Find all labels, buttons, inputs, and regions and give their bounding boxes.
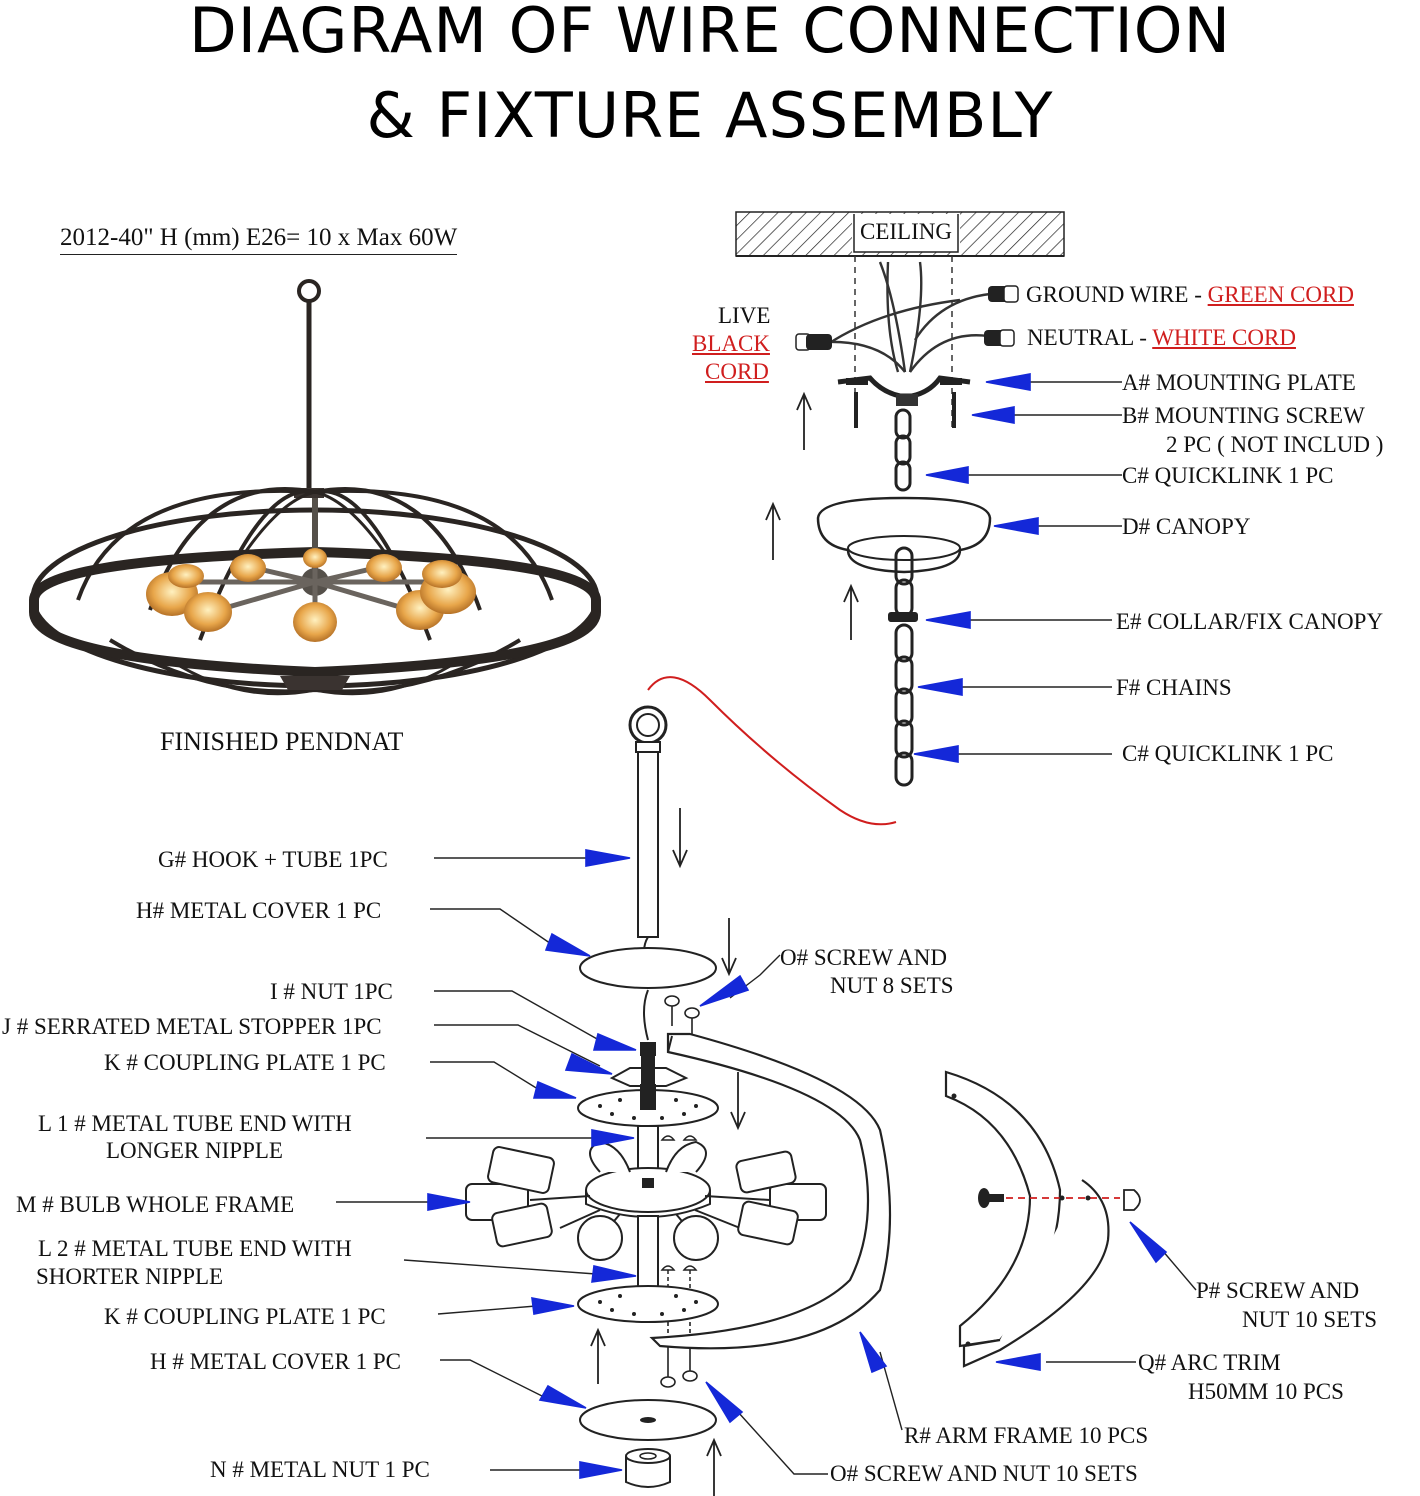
part-k-top-label: K # COUPLING PLATE 1 PC xyxy=(104,1050,386,1075)
live-wire-color-1: BLACK xyxy=(692,331,770,356)
exploded-assembly-illustration xyxy=(465,705,1141,1488)
part-m-label: M # BULB WHOLE FRAME xyxy=(16,1192,295,1217)
neutral-wire-prefix: NEUTRAL - xyxy=(1027,325,1153,350)
collar-icon xyxy=(888,612,918,622)
part-f-label: F# CHAINS xyxy=(1116,675,1232,700)
part-b-note: 2 PC ( NOT INCLUD ) xyxy=(1166,432,1384,457)
ground-wire-color: GREEN CORD xyxy=(1207,282,1354,307)
part-b-label: B# MOUNTING SCREW xyxy=(1122,403,1365,428)
part-n-label: N # METAL NUT 1 PC xyxy=(210,1457,430,1482)
part-q-note: H50MM 10 PCS xyxy=(1188,1379,1344,1404)
part-l1-note: LONGER NIPPLE xyxy=(106,1138,283,1163)
part-c-top-label: C# QUICKLINK 1 PC xyxy=(1122,463,1334,488)
wire-nut-live-icon xyxy=(795,333,832,351)
wire-nut-neutral-icon xyxy=(984,329,1015,347)
title-line-1: DIAGRAM OF WIRE CONNECTION xyxy=(189,0,1231,67)
wire-nut-ground-icon xyxy=(988,285,1019,303)
title-line-2: & FIXTURE ASSEMBLY xyxy=(366,79,1054,152)
mounting-plate-illustration xyxy=(837,375,971,428)
finished-pendant-caption: FINISHED PENDNAT xyxy=(160,727,404,756)
leader-lines xyxy=(336,381,1197,1475)
part-g-label: G# HOOK + TUBE 1PC xyxy=(158,847,388,872)
canopy-illustration xyxy=(816,496,992,574)
direction-arrows xyxy=(590,391,859,1496)
part-a-label: A# MOUNTING PLATE xyxy=(1122,370,1356,395)
part-p-note: NUT 10 SETS xyxy=(1242,1307,1378,1332)
finished-pendant-illustration xyxy=(29,279,601,696)
lower-chain-illustration xyxy=(894,546,914,787)
neutral-wire-label: NEUTRAL - WHITE CORD xyxy=(1027,324,1296,352)
spec-line: 2012-40" H (mm) E26= 10 x Max 60W xyxy=(60,224,458,255)
part-l2-label: L 2 # METAL TUBE END WITH xyxy=(38,1236,352,1261)
part-r-label: R# ARM FRAME 10 PCS xyxy=(904,1423,1149,1448)
part-d-label: D# CANOPY xyxy=(1122,514,1251,539)
part-o-top-label: O# SCREW AND xyxy=(780,945,947,970)
ceiling-label: CEILING xyxy=(860,219,952,244)
pointer-arrows xyxy=(427,373,1168,1479)
part-h-top-label: H# METAL COVER 1 PC xyxy=(136,898,382,923)
part-p-label: P# SCREW AND xyxy=(1196,1278,1360,1303)
ceiling-illustration xyxy=(735,211,1065,257)
part-e-label: E# COLLAR/FIX CANOPY xyxy=(1116,609,1384,634)
connection-curve xyxy=(647,676,897,826)
part-l1-label: L 1 # METAL TUBE END WITH xyxy=(38,1111,352,1136)
part-c-bottom-label: C# QUICKLINK 1 PC xyxy=(1122,741,1334,766)
live-wire-color-2: CORD xyxy=(705,359,769,384)
neutral-wire-color: WHITE CORD xyxy=(1152,325,1296,350)
part-o-top-note: NUT 8 SETS xyxy=(830,973,954,998)
ground-wire-label: GROUND WIRE - GREEN CORD xyxy=(1026,281,1354,309)
ground-wire-prefix: GROUND WIRE - xyxy=(1026,282,1208,307)
upper-chain-illustration xyxy=(894,408,912,492)
part-j-label: J # SERRATED METAL STOPPER 1PC xyxy=(2,1014,382,1039)
live-wire-prefix: LIVE xyxy=(718,303,771,328)
part-h-bottom-label: H # METAL COVER 1 PC xyxy=(150,1349,401,1374)
part-q-label: Q# ARC TRIM xyxy=(1138,1350,1281,1375)
part-o-bottom-label: O# SCREW AND NUT 10 SETS xyxy=(830,1461,1138,1486)
part-k-bottom-label: K # COUPLING PLATE 1 PC xyxy=(104,1304,386,1329)
part-i-label: I # NUT 1PC xyxy=(270,979,393,1004)
part-l2-note: SHORTER NIPPLE xyxy=(36,1264,224,1289)
